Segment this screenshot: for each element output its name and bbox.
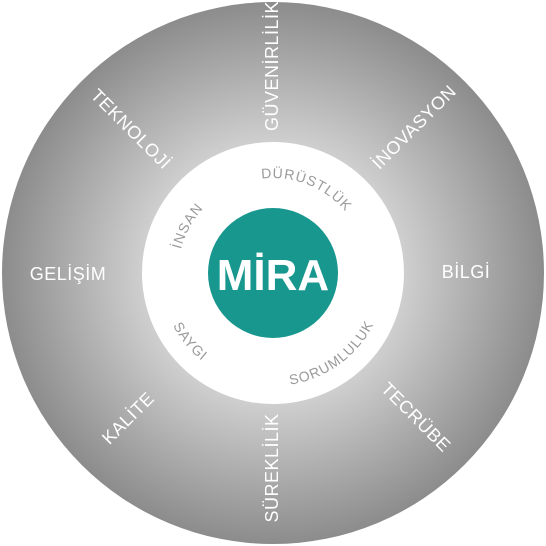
outer-value-label: BİLGİ (442, 262, 491, 282)
outer-value-label: GELİŞİM (30, 264, 107, 284)
outer-value-label: SÜREKLİLİK (262, 413, 282, 522)
center-circle (208, 208, 338, 338)
center-label: MİRA (217, 251, 329, 300)
outer-value-label: GÜVENİRLİLİK (262, 1, 282, 131)
